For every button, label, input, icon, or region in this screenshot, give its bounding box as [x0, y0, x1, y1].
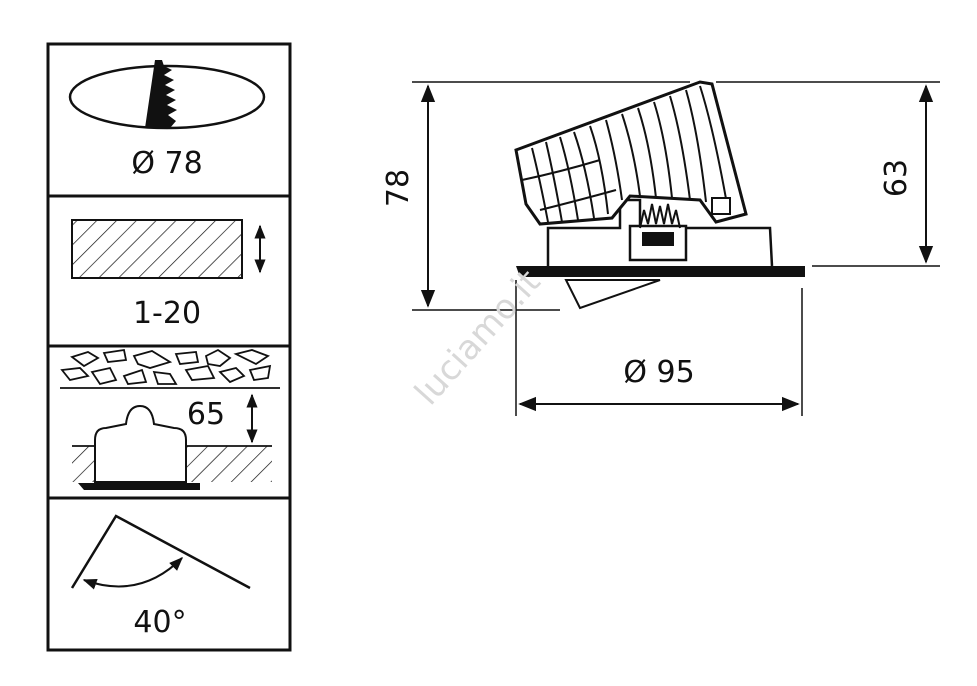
tilt-label: 40° — [133, 605, 186, 640]
recess-depth-panel: 65 — [60, 348, 280, 490]
cutout-panel: Ø 78 — [68, 60, 266, 181]
dimension-total-height: 78 — [381, 81, 690, 311]
angle-arc-icon — [82, 557, 183, 590]
cutout-label: Ø 78 — [131, 146, 202, 181]
product-side-view — [514, 80, 805, 310]
rubble-icon — [60, 348, 280, 389]
cutout-ellipse-icon — [68, 60, 266, 130]
trim-flange — [516, 266, 805, 277]
total-height-label: 78 — [381, 169, 416, 207]
led-module — [642, 232, 674, 246]
dimension-recessed-height: 63 — [716, 81, 940, 267]
info-panel — [46, 42, 292, 652]
ceiling-thickness-panel: 1-20 — [71, 219, 266, 331]
spring-icon — [639, 203, 681, 229]
trim-ring-icon — [78, 483, 200, 490]
trim-diameter-label: Ø 95 — [623, 355, 694, 390]
recess-depth-label: 65 — [187, 397, 225, 432]
ceiling-thickness-label: 1-20 — [133, 296, 201, 331]
heatsink-icon — [514, 80, 748, 226]
tilt-panel: 40° — [70, 514, 251, 640]
dimension-trim-diameter: Ø 95 — [515, 280, 803, 416]
downlight-housing-icon — [94, 404, 187, 483]
recessed-height-label: 63 — [879, 159, 914, 197]
tilted-reflector — [564, 279, 661, 310]
tilt-lock — [711, 197, 731, 215]
tilt-angle-icon — [70, 514, 251, 590]
ceiling-hatch-icon — [71, 219, 243, 279]
